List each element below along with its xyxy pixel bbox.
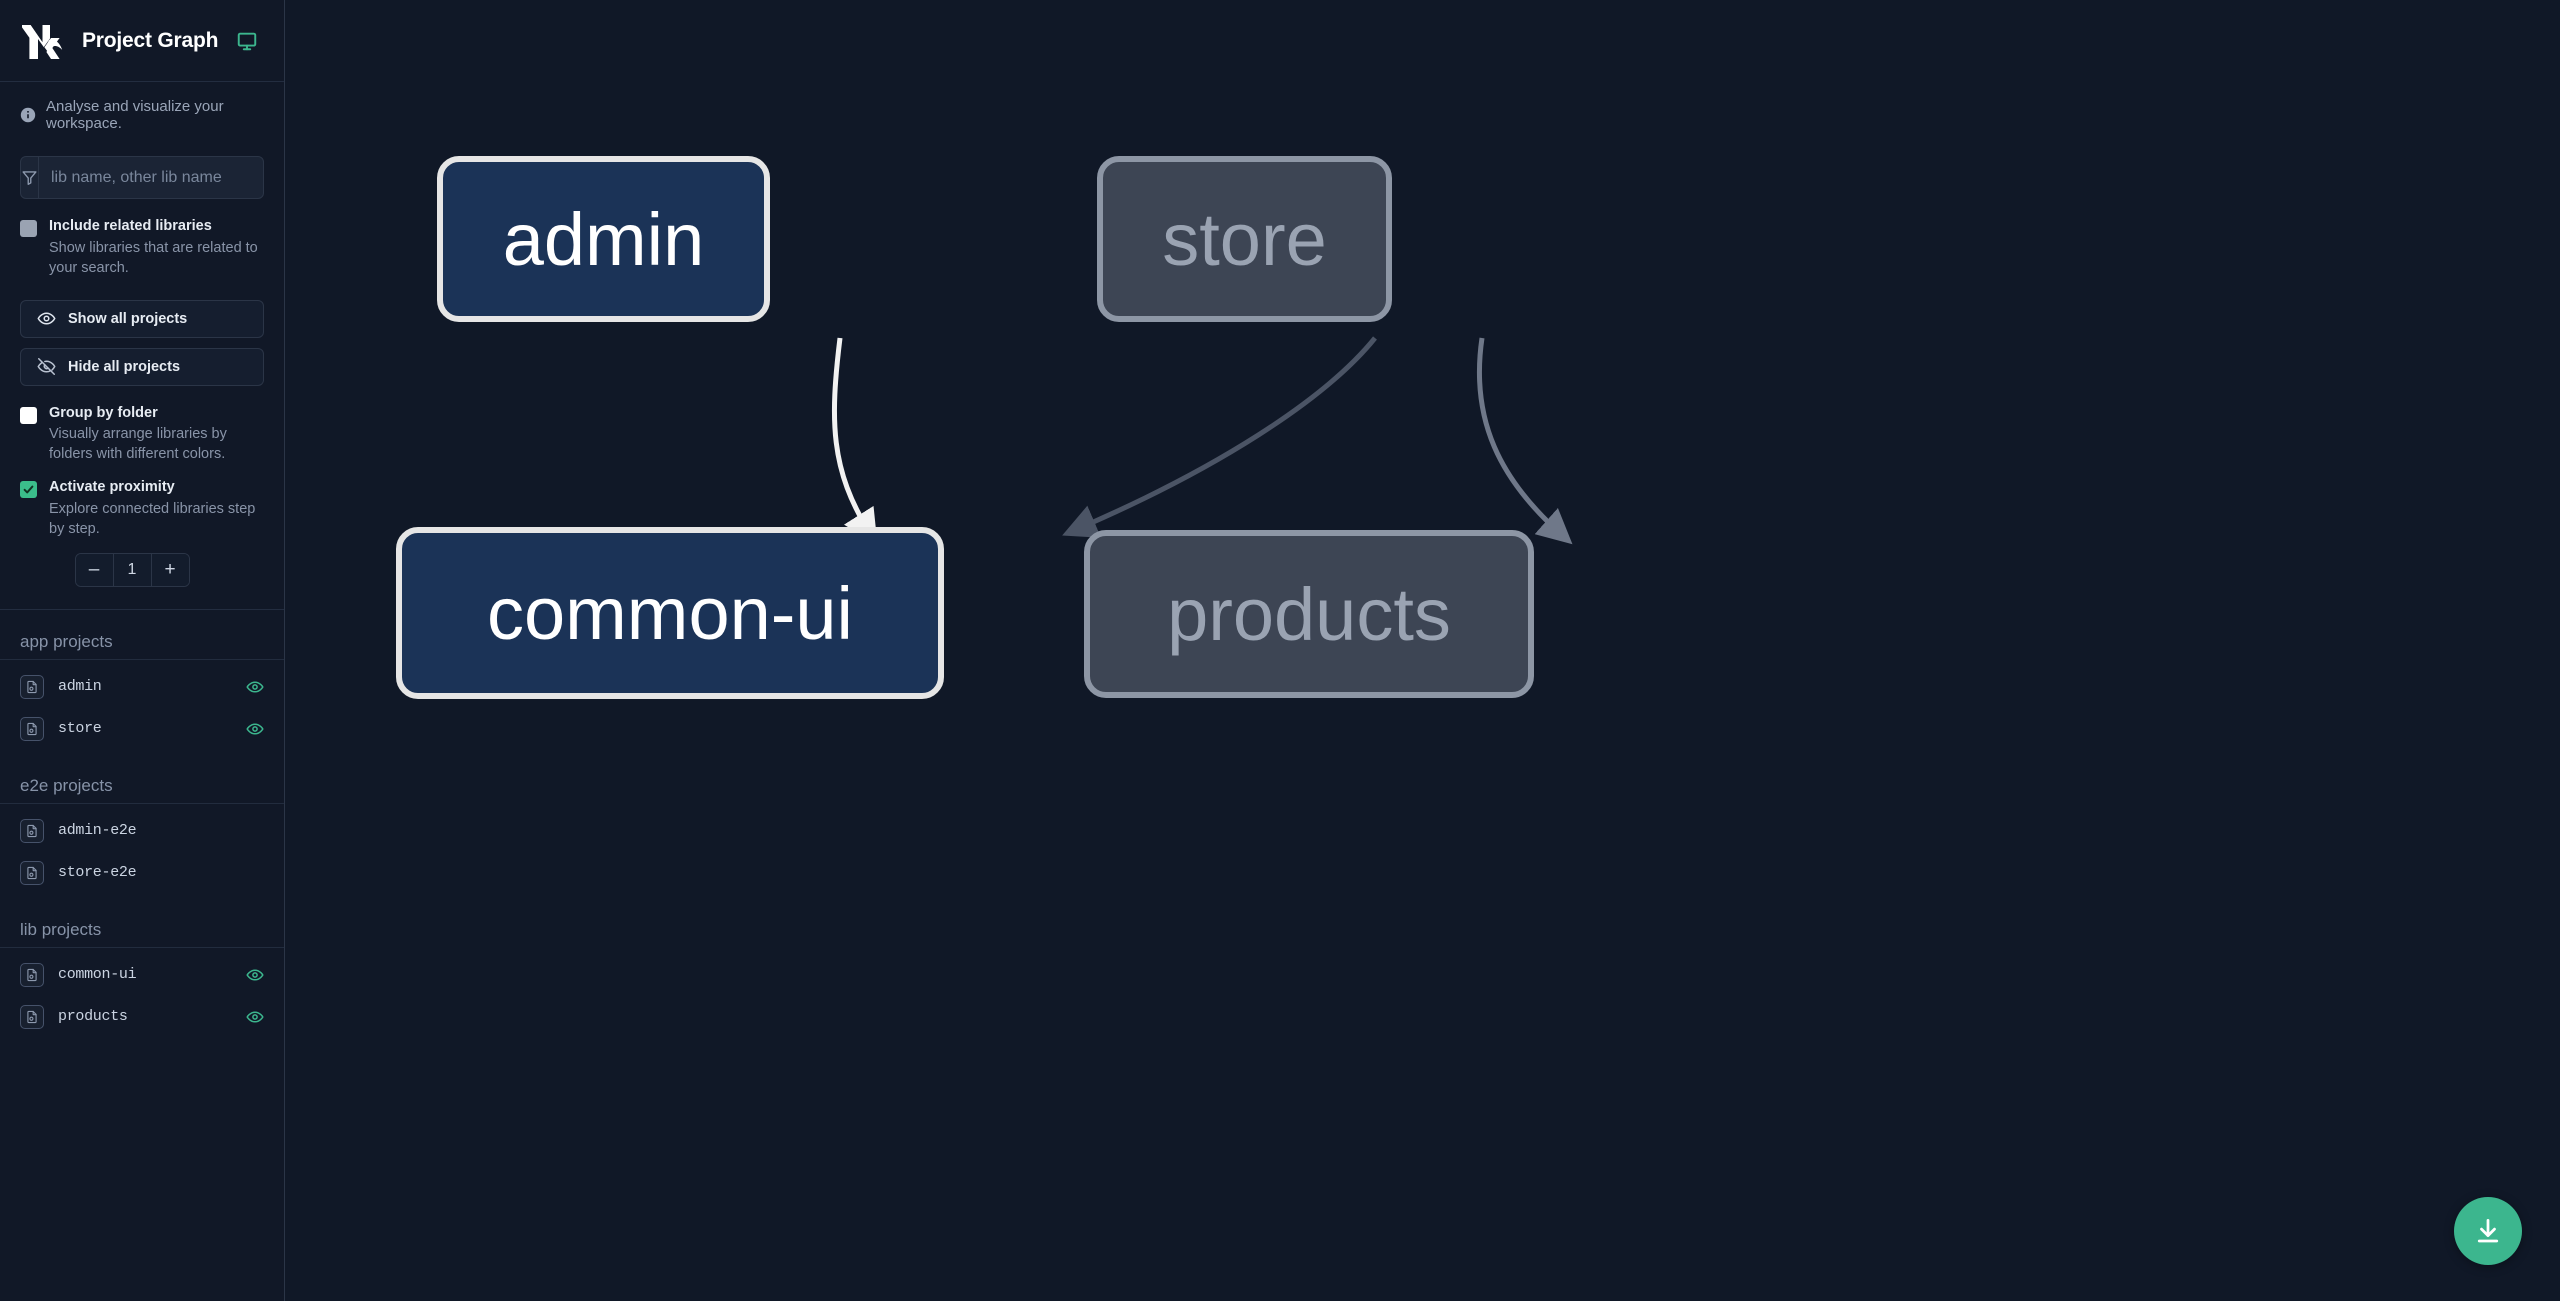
- hide-all-projects-label: Hide all projects: [68, 358, 181, 375]
- workspace-note: Analyse and visualize your workspace.: [0, 82, 284, 146]
- project-visibility-eye-icon[interactable]: [246, 966, 264, 984]
- activate-proximity-desc: Explore connected libraries step by step…: [49, 500, 256, 537]
- group-header-lib-projects: lib projects: [0, 894, 284, 948]
- graph-node-label: common-ui: [487, 571, 853, 655]
- project-row-admin[interactable]: admin: [0, 666, 284, 708]
- eye-icon: [37, 309, 56, 328]
- proximity-value: 1: [112, 553, 151, 586]
- project-icon: [20, 962, 44, 987]
- project-row-products[interactable]: products: [0, 996, 284, 1038]
- project-icon: [20, 674, 44, 699]
- project-name: store-e2e: [58, 864, 137, 882]
- edge-store-to-common-ui: [1062, 336, 1377, 538]
- visibility-button-group: Show all projects Hide all projects: [0, 278, 284, 386]
- proximity-increment-button[interactable]: +: [150, 553, 189, 586]
- include-related-libraries-desc: Show libraries that are related to your …: [49, 239, 258, 276]
- project-row-common-ui[interactable]: common-ui: [0, 954, 284, 996]
- edge-admin-to-common-ui: [831, 337, 878, 545]
- project-row-store[interactable]: store: [0, 708, 284, 750]
- project-name: common-ui: [58, 966, 137, 984]
- activate-proximity-checkbox[interactable]: [20, 481, 37, 499]
- graph-node-products[interactable]: products: [1084, 530, 1534, 698]
- group-by-folder-desc: Visually arrange libraries by folders wi…: [49, 426, 227, 463]
- download-icon: [2473, 1216, 2503, 1246]
- option-group-by-folder[interactable]: Group by folder Visually arrange librari…: [0, 386, 284, 465]
- workspace-note-text: Analyse and visualize your workspace.: [46, 98, 224, 132]
- proximity-stepper[interactable]: – 1 +: [74, 552, 190, 587]
- graph-edges: [831, 336, 1573, 545]
- graph-node-label: admin: [502, 197, 705, 281]
- search-input[interactable]: [39, 157, 270, 198]
- graph-node-label: products: [1167, 572, 1451, 656]
- project-list: app projects admin: [0, 610, 284, 1301]
- project-visibility-eye-icon[interactable]: [246, 678, 264, 696]
- project-icon: [20, 818, 44, 843]
- project-name: admin-e2e: [58, 822, 137, 840]
- show-all-projects-button[interactable]: Show all projects: [20, 299, 264, 338]
- search-field[interactable]: [20, 156, 270, 199]
- include-related-libraries-label: Include related libraries: [49, 218, 212, 234]
- hide-all-projects-button[interactable]: Hide all projects: [20, 347, 264, 386]
- project-visibility-eye-icon[interactable]: [246, 1008, 264, 1026]
- monitor-icon[interactable]: [232, 30, 258, 52]
- proximity-decrement-button[interactable]: –: [75, 553, 113, 586]
- nx-logo: [20, 21, 68, 61]
- project-icon: [20, 1004, 44, 1029]
- option-include-related-libraries[interactable]: Include related libraries Show libraries…: [0, 199, 284, 278]
- graph-node-label: store: [1162, 197, 1327, 281]
- edge-store-to-products: [1476, 337, 1573, 545]
- download-graph-button[interactable]: [2454, 1197, 2522, 1265]
- graph-node-admin[interactable]: admin: [437, 156, 770, 322]
- project-icon: [20, 860, 44, 885]
- option-activate-proximity[interactable]: Activate proximity Explore connected lib…: [0, 464, 284, 539]
- activate-proximity-label: Activate proximity: [49, 479, 175, 496]
- show-all-projects-label: Show all projects: [68, 310, 188, 327]
- page-title: Project Graph: [82, 28, 219, 52]
- project-row-store-e2e[interactable]: store-e2e: [0, 852, 284, 894]
- group-by-folder-checkbox[interactable]: [20, 406, 37, 424]
- group-header-app-projects: app projects: [0, 610, 284, 660]
- info-icon: [20, 107, 36, 123]
- graph-node-common-ui[interactable]: common-ui: [396, 527, 944, 699]
- project-icon: [20, 716, 44, 741]
- project-row-admin-e2e[interactable]: admin-e2e: [0, 810, 284, 852]
- eye-off-icon: [37, 357, 56, 376]
- sidebar-header: Project Graph: [0, 0, 284, 82]
- sidebar: Project Graph Analyse and visualize your…: [0, 0, 285, 1301]
- filter-icon: [21, 157, 39, 198]
- project-name: store: [58, 720, 102, 738]
- graph-node-store[interactable]: store: [1097, 156, 1392, 322]
- project-name: admin: [58, 678, 102, 696]
- project-name: products: [58, 1008, 128, 1026]
- graph-canvas[interactable]: admin store common-ui products: [285, 0, 2560, 1301]
- group-by-folder-label: Group by folder: [49, 404, 158, 421]
- group-header-e2e-projects: e2e projects: [0, 750, 284, 804]
- include-related-libraries-checkbox[interactable]: [20, 220, 37, 237]
- sidebar-divider: [0, 608, 284, 610]
- project-visibility-eye-icon[interactable]: [246, 720, 264, 738]
